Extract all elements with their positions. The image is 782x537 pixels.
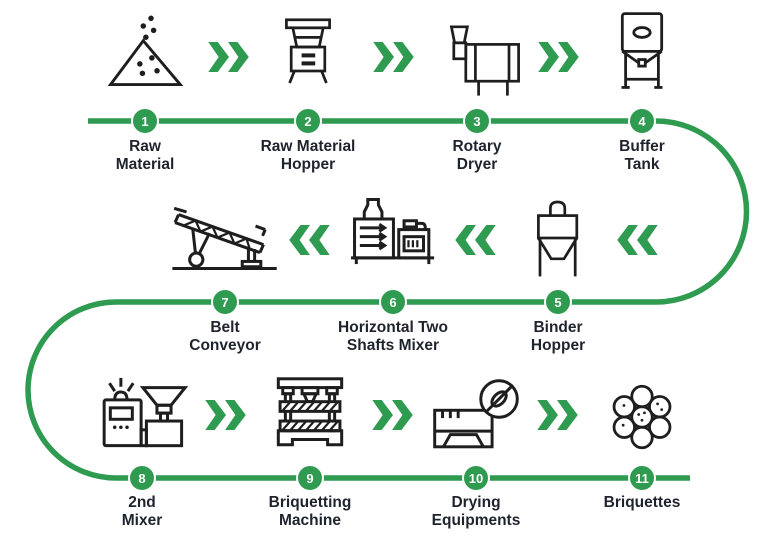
step-11-number: 11	[635, 470, 649, 486]
step-10-label: Drying Equipments	[431, 494, 521, 529]
step-7-badge: 7	[211, 288, 239, 316]
step-3-badge: 3	[463, 107, 491, 135]
step-5-number: 5	[554, 294, 562, 310]
chevron-right-icon	[536, 399, 580, 431]
raw-material-icon	[102, 12, 188, 96]
step-2-number: 2	[304, 113, 312, 129]
step-11-badge: 11	[628, 464, 656, 492]
step-3-label: Rotary Dryer	[452, 138, 502, 173]
raw-material-hopper-icon	[268, 12, 348, 94]
belt-conveyor-icon	[169, 196, 281, 280]
step-9-badge: 9	[296, 464, 324, 492]
step-7-number: 7	[221, 294, 229, 310]
chevron-right-icon	[372, 41, 416, 73]
chevron-right-icon	[204, 399, 248, 431]
step-10-number: 10	[468, 470, 484, 486]
step-9-number: 9	[306, 470, 314, 486]
step-10-badge: 10	[462, 464, 490, 492]
step-3-number: 3	[473, 113, 481, 129]
step-9-label: Briquetting Machine	[268, 494, 352, 529]
step-5-badge: 5	[544, 288, 572, 316]
step-2-label: Raw Material Hopper	[260, 138, 356, 173]
step-1-badge: 1	[131, 107, 159, 135]
step-8-number: 8	[138, 470, 146, 486]
drying-equipments-icon	[426, 372, 526, 459]
chevron-left-icon	[615, 224, 659, 256]
horizontal-two-shafts-mixer-icon	[342, 196, 444, 280]
chevron-left-icon	[453, 224, 497, 256]
second-mixer-icon	[93, 370, 191, 458]
step-8-label: 2nd Mixer	[121, 494, 163, 529]
buffer-tank-icon	[617, 12, 667, 94]
step-6-label: Horizontal Two Shafts Mixer	[338, 319, 448, 354]
step-6-badge: 6	[379, 288, 407, 316]
rotary-dryer-icon	[429, 22, 525, 98]
chevron-right-icon	[371, 399, 415, 431]
chevron-right-icon	[537, 41, 581, 73]
step-5-label: Binder Hopper	[530, 319, 586, 354]
binder-hopper-icon	[532, 198, 584, 278]
chevron-left-icon	[287, 224, 331, 256]
step-4-number: 4	[638, 113, 646, 129]
step-1-number: 1	[141, 113, 149, 129]
step-4-label: Buffer Tank	[619, 138, 665, 173]
step-6-number: 6	[389, 294, 397, 310]
step-11-label: Briquettes	[603, 494, 681, 511]
step-4-badge: 4	[628, 107, 656, 135]
chevron-right-icon	[207, 41, 251, 73]
step-8-badge: 8	[128, 464, 156, 492]
step-2-badge: 2	[294, 107, 322, 135]
step-7-label: Belt Conveyor	[189, 319, 261, 354]
step-1-label: Raw Material	[115, 138, 175, 173]
briquetting-machine-icon	[266, 370, 354, 458]
briquettes-icon	[601, 376, 683, 458]
